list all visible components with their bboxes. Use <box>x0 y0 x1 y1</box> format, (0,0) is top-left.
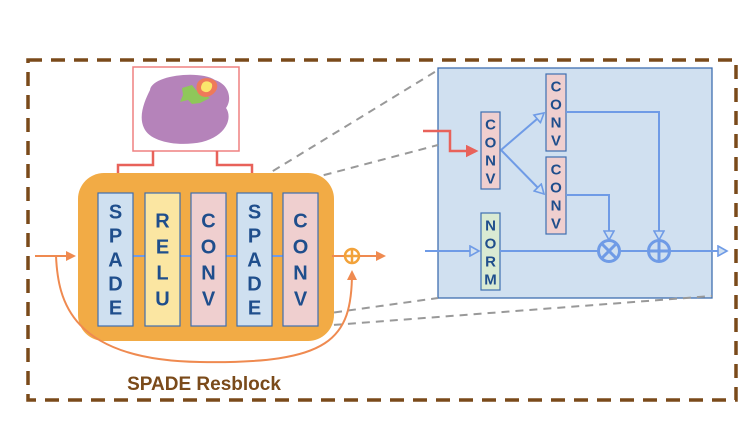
layer-letter: C <box>293 211 307 233</box>
layer-letter: P <box>109 226 122 248</box>
layer-letter: C <box>201 211 215 233</box>
inset-letter: C <box>551 79 562 96</box>
inset-letter: O <box>485 236 497 253</box>
layer-letter: P <box>248 226 261 248</box>
inset-letter: V <box>551 216 561 233</box>
inset-letter: N <box>485 153 496 170</box>
segmentation-map <box>132 66 240 152</box>
layer-letter: E <box>156 237 169 259</box>
inset-letter: V <box>485 171 495 188</box>
inset-seg-arrow <box>423 129 479 158</box>
skip-connection <box>55 255 357 364</box>
layer-letter: N <box>201 263 215 285</box>
inset-letter: O <box>550 180 562 197</box>
layer-letter: O <box>201 237 217 259</box>
inset-letter: N <box>551 198 562 215</box>
layer-letter: V <box>294 289 308 311</box>
layer-letter: S <box>248 202 261 224</box>
layer-letter: U <box>155 289 169 311</box>
layer-letter: S <box>109 202 122 224</box>
layer-letter: V <box>202 289 216 311</box>
layer-letter: L <box>156 263 168 285</box>
layer-letter: A <box>108 250 122 272</box>
resblock-layer-spade: SPADE <box>97 192 134 327</box>
layer-letter: E <box>109 298 122 320</box>
spade-detail-panel <box>437 67 713 299</box>
layer-letter: O <box>293 237 309 259</box>
inset-letter: N <box>485 218 496 235</box>
inset-letter: M <box>484 272 497 289</box>
branch-arrow-down <box>500 149 544 194</box>
inset-letter: N <box>551 115 562 132</box>
inset-letter: C <box>485 117 496 134</box>
add-icon <box>647 239 671 263</box>
seg-flower-center <box>201 81 213 93</box>
layer-letter: D <box>108 274 122 296</box>
resblock-layer-spade: SPADE <box>236 192 273 327</box>
outer-resblock-border <box>26 58 738 402</box>
beta-to-mult-arrow <box>566 194 609 240</box>
branch-arrow-up <box>500 113 544 151</box>
inset-letter: O <box>550 97 562 114</box>
multiply-icon <box>597 239 621 263</box>
inset-letter: C <box>551 162 562 179</box>
layer-letter: D <box>247 274 261 296</box>
seg-leaf <box>180 85 210 104</box>
layer-letter: N <box>293 263 307 285</box>
resblock-title: SPADE Resblock <box>127 374 281 395</box>
layer-letter: E <box>248 298 261 320</box>
layer-letter: A <box>247 250 261 272</box>
inset-letter: V <box>551 133 561 150</box>
residual-add-icon <box>343 247 361 265</box>
inset-letter: O <box>485 135 497 152</box>
inset-letter: R <box>485 254 496 271</box>
gamma-to-add-arrow <box>566 111 659 240</box>
layer-letter: R <box>155 211 170 233</box>
